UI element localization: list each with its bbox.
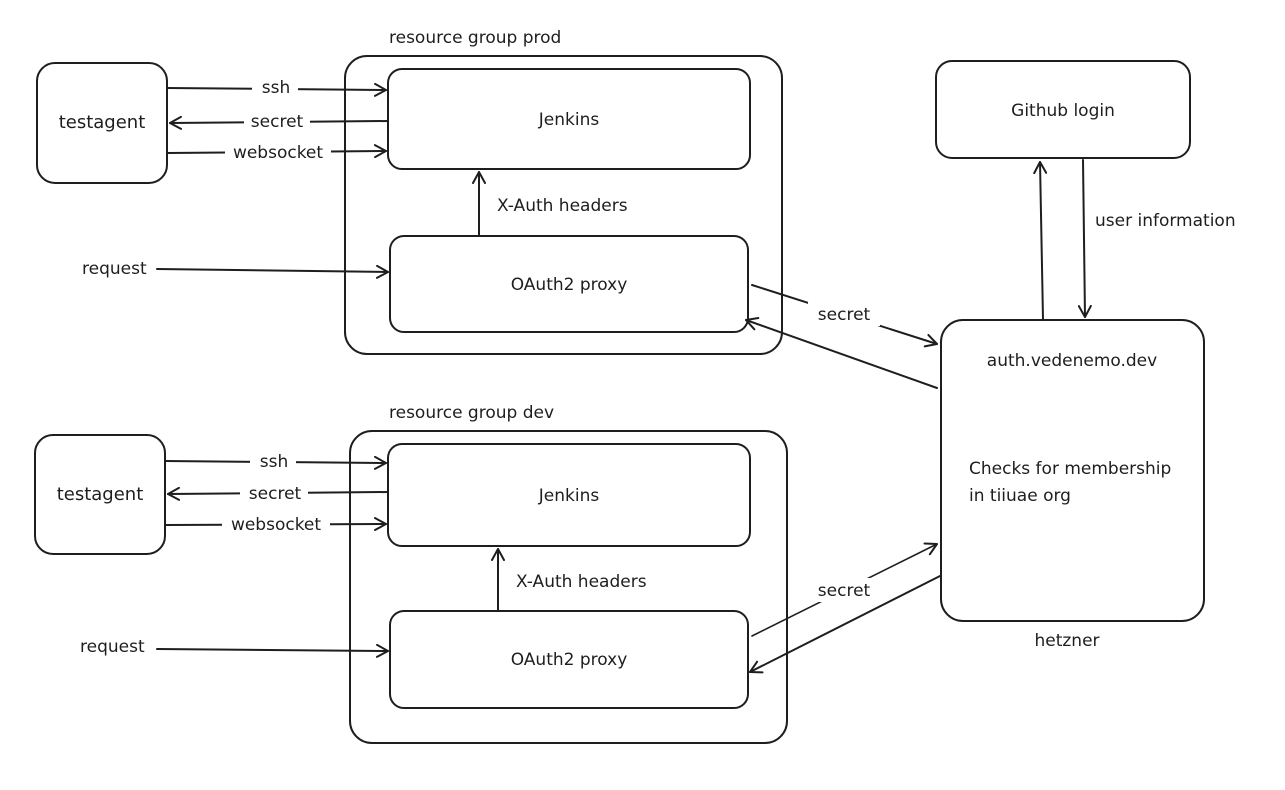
prod-oauth-proxy-node: [389, 235, 749, 333]
prod-request-arrow: [156, 264, 389, 279]
dev-resource-group: [349, 430, 788, 744]
auth-to-github-arrow: [1033, 161, 1048, 320]
prod-auth-secret-label: secret: [818, 305, 871, 325]
github-to-auth-arrow: [1077, 159, 1092, 318]
auth-server-desc-line2: in tiiuae org: [969, 486, 1071, 506]
prod-ssh-label: ssh: [262, 78, 291, 98]
prod-websocket-label: websocket: [233, 143, 323, 163]
prod-request-label: request: [82, 259, 147, 279]
prod-group-label: resource group prod: [389, 28, 561, 48]
prod-resource-group: [344, 55, 783, 355]
user-information-label: user information: [1095, 211, 1236, 231]
auth-to-dev-proxy-arrow: [749, 575, 941, 674]
auth-server-title: auth.vedenemo.dev: [987, 351, 1157, 371]
github-login-node: [935, 60, 1191, 159]
dev-auth-secret-label: secret: [818, 581, 871, 601]
auth-server-node: [940, 319, 1205, 622]
prod-xauth-label: X-Auth headers: [497, 196, 628, 216]
prod-jenkins-label: Jenkins: [538, 110, 600, 130]
dev-testagent-node: [34, 434, 166, 555]
auth-server-desc-line1: Checks for membership: [969, 459, 1171, 479]
dev-request-label: request: [80, 637, 145, 657]
prod-jenkins-node: [387, 68, 751, 170]
dev-websocket-label: websocket: [231, 515, 321, 535]
prod-secret-label: secret: [251, 112, 304, 132]
auth-to-prod-proxy-arrow: [745, 317, 938, 389]
dev-oauth-proxy-label: OAuth2 proxy: [511, 650, 628, 670]
prod-testagent-node: [36, 62, 168, 184]
dev-group-label: resource group dev: [389, 403, 554, 423]
dev-jenkins-node: [387, 443, 751, 547]
github-login-label: Github login: [1011, 101, 1115, 121]
dev-secret-label: secret: [249, 484, 302, 504]
hetzner-label: hetzner: [1034, 631, 1099, 651]
dev-xauth-label: X-Auth headers: [516, 572, 647, 592]
prod-testagent-label: testagent: [59, 112, 146, 133]
dev-request-arrow: [156, 643, 389, 658]
dev-jenkins-label: Jenkins: [538, 486, 600, 506]
dev-oauth-proxy-node: [389, 610, 749, 709]
dev-testagent-label: testagent: [57, 484, 144, 505]
prod-oauth-proxy-label: OAuth2 proxy: [511, 275, 628, 295]
dev-ssh-label: ssh: [260, 452, 289, 472]
